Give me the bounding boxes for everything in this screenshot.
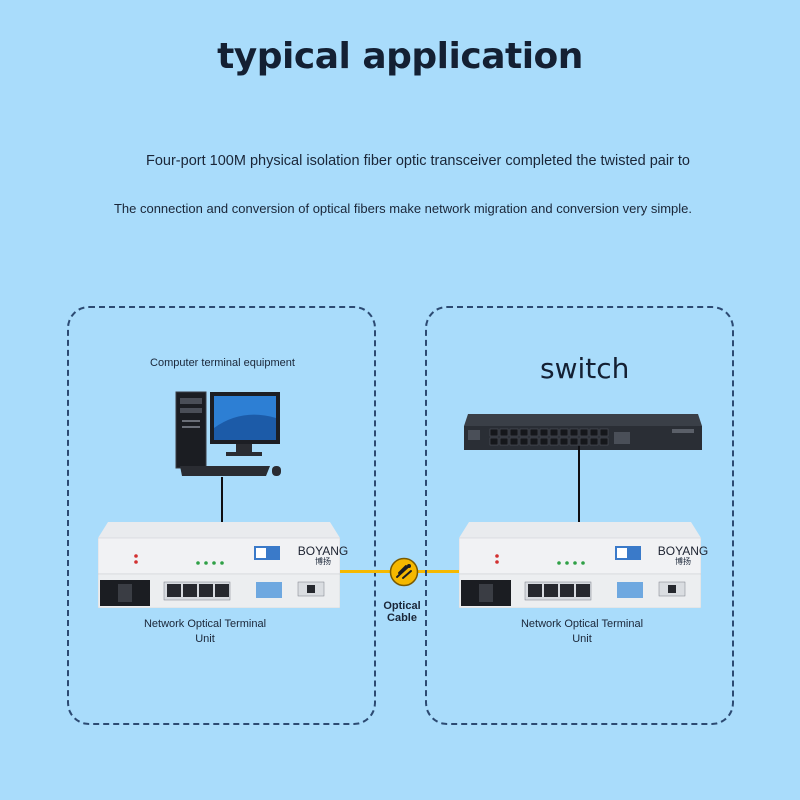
description-line-2: The connection and conversion of optical…: [113, 201, 693, 216]
computer-icon: [175, 391, 281, 476]
optical-terminal-unit-right: [459, 522, 701, 608]
brand-label-right: BOYANG: [657, 544, 709, 558]
computer-equipment-label: Computer terminal equipment: [150, 357, 295, 369]
brand-cn-label-right: 博扬: [675, 557, 691, 566]
optical-cable-label: Optical Cable: [383, 600, 421, 624]
brand-label-left: BOYANG: [297, 544, 349, 558]
unit-label-right: Network Optical Terminal Unit: [520, 618, 644, 645]
right-panel: [425, 306, 734, 725]
computer-connection-line: [221, 477, 223, 524]
unit-label-left: Network Optical Terminal Unit: [143, 618, 267, 645]
switch-icon: [464, 414, 702, 450]
switch-label: switch: [540, 352, 630, 385]
optical-connector-icon: [389, 557, 419, 587]
left-panel: [67, 306, 376, 725]
switch-connection-line: [578, 446, 580, 522]
brand-cn-label-left: 博扬: [315, 557, 331, 566]
optical-terminal-unit-left: [98, 522, 340, 608]
page-title: typical application: [217, 36, 583, 77]
description-line-1: Four-port 100M physical isolation fiber …: [145, 153, 690, 169]
